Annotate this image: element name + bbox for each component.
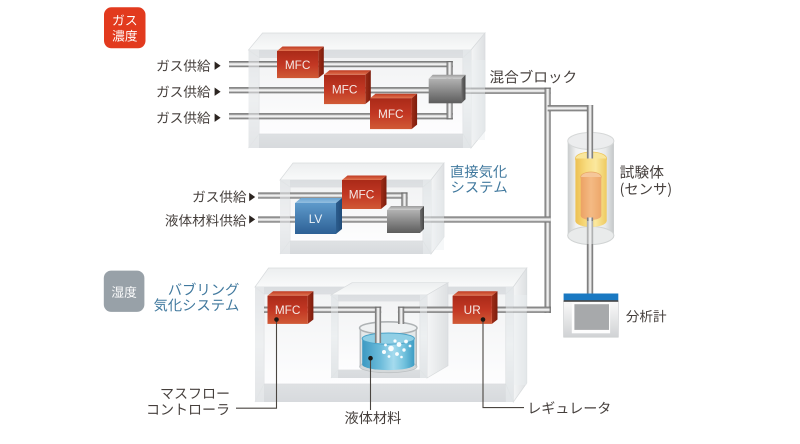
svg-text:MFC: MFC [275, 303, 301, 317]
svg-text:MFC: MFC [378, 107, 404, 121]
svg-text:UR: UR [464, 303, 481, 317]
svg-text:MFC: MFC [332, 83, 358, 97]
svg-text:LV: LV [309, 212, 323, 226]
svg-text:MFC: MFC [349, 188, 375, 202]
svg-text:MFC: MFC [285, 58, 311, 72]
